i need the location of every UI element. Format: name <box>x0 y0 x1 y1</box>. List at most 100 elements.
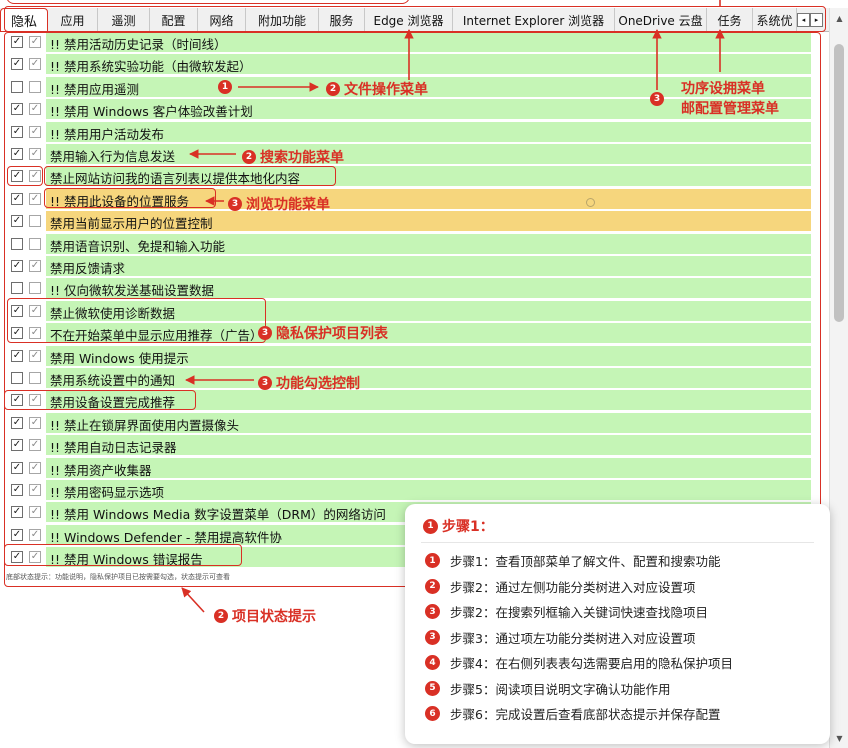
default-checkbox[interactable] <box>29 372 41 384</box>
list-item[interactable]: ✓✓禁用反馈请求 <box>0 255 811 277</box>
default-checkbox[interactable]: ✓ <box>29 103 41 116</box>
default-checkbox[interactable]: ✓ <box>29 551 41 564</box>
default-checkbox[interactable]: ✓ <box>29 304 41 317</box>
enable-checkbox[interactable]: ✓ <box>11 416 23 429</box>
enable-checkbox[interactable]: ✓ <box>11 349 23 362</box>
callout-check-control: 3 功能勾选控制 <box>258 373 360 393</box>
row-label: 禁用 Windows 使用提示 <box>50 350 189 366</box>
enable-checkbox[interactable]: ✓ <box>11 304 23 317</box>
list-item[interactable]: ✓✓!! 禁用密码显示选项 <box>0 479 811 501</box>
default-checkbox[interactable]: ✓ <box>29 260 41 272</box>
callout-file-menu-label: 文件操作菜单 <box>344 82 428 98</box>
default-checkbox[interactable]: ✓ <box>29 416 41 429</box>
default-checkbox[interactable]: ✓ <box>29 170 41 183</box>
list-item[interactable]: ✓✓!! 禁用用户活动发布 <box>0 121 811 143</box>
tab-edge-browser[interactable]: Edge 浏览器 <box>365 8 453 32</box>
tab-telemetry[interactable]: 遥测 <box>98 8 150 32</box>
row-label: 禁用当前显示用户的位置控制 <box>50 216 213 232</box>
list-item[interactable]: ✓✓!! 禁用自动日志记录器 <box>0 434 811 456</box>
default-checkbox[interactable] <box>29 237 41 250</box>
list-item[interactable]: !! 禁用应用遥测 <box>0 76 811 98</box>
enable-checkbox[interactable] <box>11 80 23 93</box>
list-item[interactable]: ✓✓!! 禁用资产收集器 <box>0 457 811 479</box>
tab-scroll-left-button[interactable]: ◂ <box>797 13 810 27</box>
list-item[interactable]: ✓ ✓ !! 禁止在锁屏界面使用内置摄像头 <box>0 412 811 434</box>
enable-checkbox[interactable]: ✓ <box>11 36 23 48</box>
tab-configuration[interactable]: 配置 <box>150 8 198 32</box>
enable-checkbox[interactable] <box>11 282 23 295</box>
scroll-thumb[interactable] <box>834 44 844 322</box>
list-item[interactable]: ✓✓禁止网站访问我的语言列表以提供本地化内容 <box>0 165 811 187</box>
tab-internet-explorer[interactable]: Internet Explorer 浏览器 <box>453 8 615 32</box>
default-checkbox[interactable]: ✓ <box>29 528 41 541</box>
enable-checkbox[interactable]: ✓ <box>11 260 23 272</box>
enable-checkbox[interactable]: ✓ <box>11 551 23 564</box>
enable-checkbox[interactable]: ✓ <box>11 484 23 496</box>
list-item[interactable]: ✓✓禁用设备设置完成推荐 <box>0 389 811 411</box>
privacy-list-highlight-box <box>7 298 266 343</box>
tab-privacy[interactable]: 隐私 <box>0 8 48 32</box>
enable-checkbox[interactable]: ✓ <box>11 125 23 138</box>
default-checkbox[interactable]: ✓ <box>29 125 41 138</box>
scroll-up-icon[interactable]: ▲ <box>836 13 843 23</box>
enable-checkbox[interactable]: ✓ <box>11 170 23 183</box>
default-checkbox[interactable]: ✓ <box>29 484 41 496</box>
row-label: !! 禁止在锁屏界面使用内置摄像头 <box>50 417 239 433</box>
enable-checkbox[interactable]: ✓ <box>11 148 23 160</box>
default-checkbox[interactable]: ✓ <box>29 58 41 71</box>
enable-checkbox[interactable]: ✓ <box>11 394 23 407</box>
tab-services[interactable]: 服务 <box>319 8 365 32</box>
row-background <box>46 211 811 232</box>
default-checkbox[interactable]: ✓ <box>29 327 41 340</box>
list-item[interactable]: 禁用语音识别、免提和输入功能 <box>0 233 811 255</box>
list-item[interactable]: ✓✓!! 禁用 Windows 客户体验改善计划 <box>0 98 811 120</box>
row-label: 禁用输入行为信息发送 <box>50 149 176 164</box>
enable-checkbox[interactable]: ✓ <box>11 506 23 519</box>
tab-apps[interactable]: 应用 <box>48 8 98 32</box>
enable-checkbox[interactable] <box>11 237 23 250</box>
list-item[interactable]: 禁用系统设置中的通知 <box>0 367 811 389</box>
step-number-badge: 2 <box>425 578 440 594</box>
enable-checkbox[interactable]: ✓ <box>11 327 23 340</box>
tab-scroll-right-button[interactable]: ▸ <box>810 13 823 27</box>
default-checkbox[interactable] <box>29 215 41 228</box>
list-item[interactable]: ✓✓不在开始菜单中显示应用推荐（广告） <box>0 322 811 344</box>
list-item[interactable]: !! 仅向微软发送基础设置数据 <box>0 277 811 299</box>
tab-network[interactable]: 网络 <box>198 8 246 32</box>
default-checkbox[interactable]: ✓ <box>29 506 41 519</box>
list-item[interactable]: ✓ 禁用当前显示用户的位置控制 <box>0 210 811 232</box>
row-background <box>46 480 811 500</box>
default-checkbox[interactable] <box>29 80 41 93</box>
enable-checkbox[interactable]: ✓ <box>11 461 23 474</box>
vertical-scrollbar[interactable]: ▲ ▼ <box>829 8 848 748</box>
default-checkbox[interactable]: ✓ <box>29 349 41 362</box>
enable-checkbox[interactable]: ✓ <box>11 528 23 541</box>
default-checkbox[interactable]: ✓ <box>29 148 41 160</box>
tab-bar-highlight-box <box>4 6 826 32</box>
enable-checkbox[interactable]: ✓ <box>11 103 23 116</box>
default-checkbox[interactable]: ✓ <box>29 36 41 48</box>
row-label: !! 禁用此设备的位置服务 <box>50 193 189 209</box>
list-item[interactable]: ✓✓禁止微软使用诊断数据 <box>0 300 811 322</box>
default-checkbox[interactable]: ✓ <box>29 461 41 474</box>
tab-onedrive[interactable]: OneDrive 云盘 <box>615 8 707 32</box>
default-checkbox[interactable] <box>29 282 41 295</box>
enable-checkbox[interactable]: ✓ <box>11 192 23 205</box>
default-checkbox[interactable]: ✓ <box>29 192 41 205</box>
callout-status-hint-label: 项目状态提示 <box>232 609 316 625</box>
scroll-down-icon[interactable]: ▼ <box>836 733 843 743</box>
enable-checkbox[interactable]: ✓ <box>11 58 23 71</box>
list-item[interactable]: ✓✓!! 禁用系统实验功能（由微软发起） <box>0 53 811 75</box>
tab-addons[interactable]: 附加功能 <box>246 8 319 32</box>
default-checkbox[interactable]: ✓ <box>29 394 41 407</box>
tab-tasks[interactable]: 任务 <box>707 8 753 32</box>
enable-checkbox[interactable]: ✓ <box>11 439 23 452</box>
list-item[interactable]: ✓✓!! 禁用活动历史记录（时间线） <box>0 31 811 53</box>
list-item[interactable]: ✓ ✓ 禁用输入行为信息发送 <box>0 143 811 165</box>
enable-checkbox[interactable]: ✓ <box>11 215 23 228</box>
tab-system[interactable]: 系统优 <box>753 8 797 32</box>
enable-checkbox[interactable] <box>11 372 23 384</box>
list-item[interactable]: ✓ ✓ 禁用 Windows 使用提示 <box>0 345 811 367</box>
default-checkbox[interactable]: ✓ <box>29 439 41 452</box>
